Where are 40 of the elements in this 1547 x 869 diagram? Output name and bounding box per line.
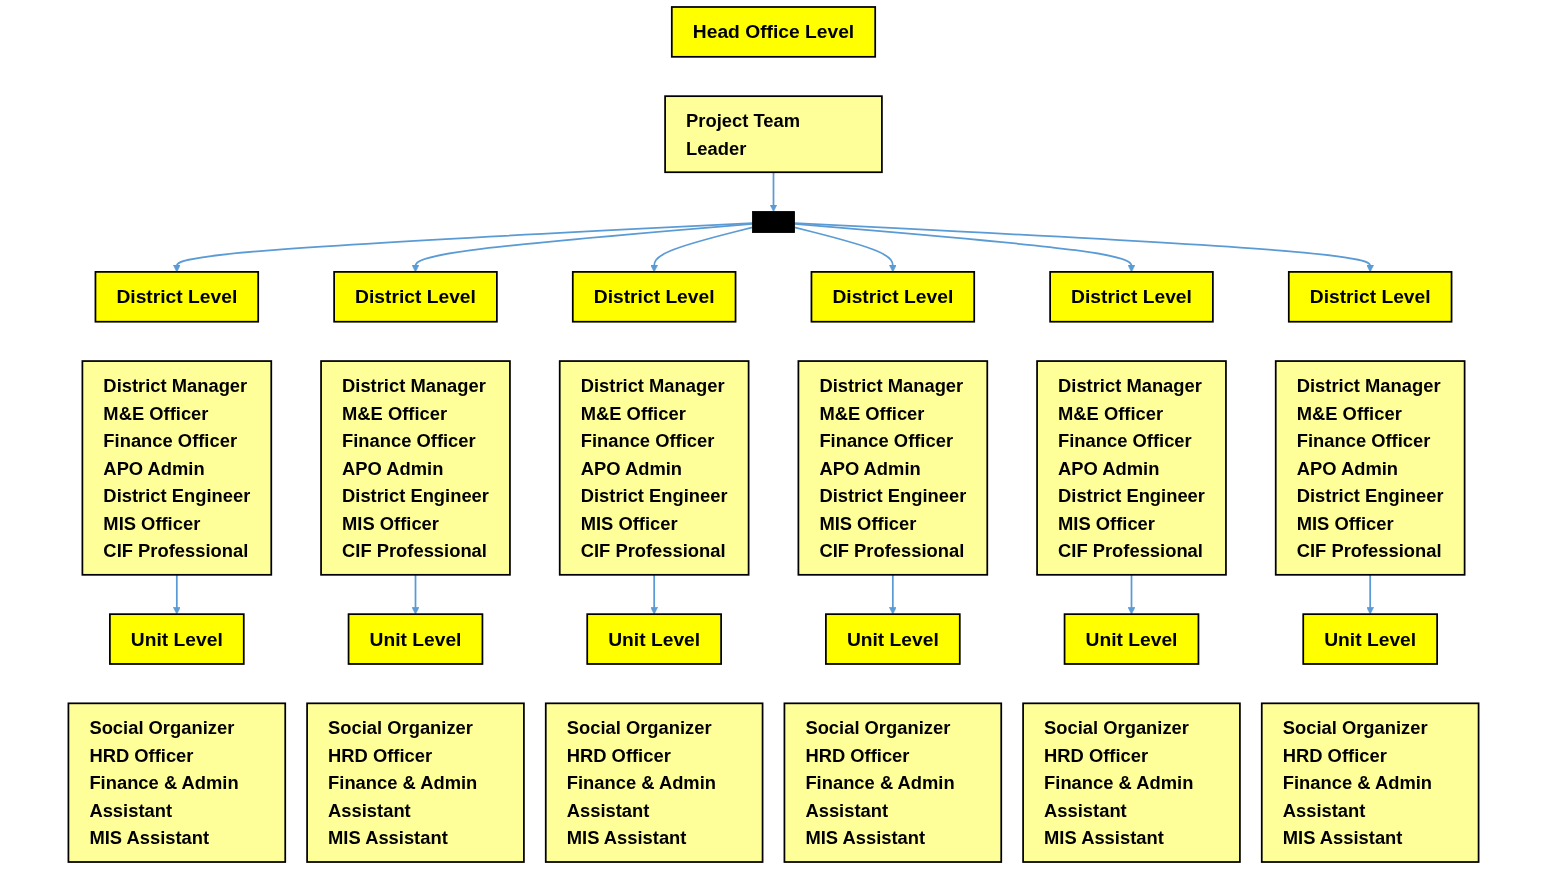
node-box: District Manager M&E Officer Finance Officer APO Admin District Engineer MIS Officer CIF Professional — [558, 360, 750, 576]
node-box: Social Organizer HRD Officer Finance & Admin Assistant MIS Assistant — [544, 702, 764, 863]
node-box: District Manager M&E Officer Finance Officer APO Admin District Engineer MIS Officer CIF Professional — [81, 360, 273, 576]
node-box: Unit Level — [586, 613, 722, 665]
node-box: District Level — [571, 271, 737, 323]
node-box: Unit Level — [347, 613, 484, 665]
node-box: Head Office Level — [670, 6, 877, 58]
node-box: Project Team Leader — [664, 95, 883, 174]
node-box: Social Organizer HRD Officer Finance & Admin Assistant MIS Assistant — [1260, 702, 1480, 863]
node-box: District Level — [333, 271, 498, 323]
arrow — [173, 573, 181, 615]
node-box: District Manager M&E Officer Finance Officer APO Admin District Engineer MIS Officer CIF Professional — [1274, 360, 1466, 576]
node-box: Social Organizer HRD Officer Finance & Admin Assistant MIS Assistant — [306, 702, 525, 863]
arrow — [173, 222, 754, 273]
arrow — [769, 171, 778, 212]
arrow — [1366, 573, 1374, 615]
arrow — [411, 222, 754, 273]
node-box: Social Organizer HRD Officer Finance & Admin Assistant MIS Assistant — [67, 702, 287, 863]
node-box: Social Organizer HRD Officer Finance & Admin Assistant MIS Assistant — [1022, 702, 1241, 863]
node-bar — [752, 211, 795, 233]
node-box: Unit Level — [109, 613, 245, 665]
arrow — [793, 222, 1136, 273]
arrow — [650, 226, 754, 273]
node-box: District Level — [94, 271, 260, 323]
arrow — [889, 573, 897, 615]
node-box: District Level — [1049, 271, 1214, 323]
node-box: Social Organizer HRD Officer Finance & Admin Assistant MIS Assistant — [783, 702, 1003, 863]
node-box: Unit Level — [825, 613, 961, 665]
node-box: District Level — [1287, 271, 1453, 323]
arrow — [1127, 573, 1136, 615]
node-box: Unit Level — [1063, 613, 1200, 665]
arrow — [650, 573, 658, 615]
arrow — [793, 222, 1374, 273]
arrow — [411, 573, 420, 615]
node-box: District Manager M&E Officer Finance Officer APO Admin District Engineer MIS Officer CIF Professional — [1036, 360, 1227, 576]
node-box: Unit Level — [1302, 613, 1438, 665]
arrow — [793, 226, 897, 273]
node-box: District Manager M&E Officer Finance Officer APO Admin District Engineer MIS Officer CIF Professional — [797, 360, 989, 576]
node-box: District Level — [810, 271, 976, 323]
node-box: District Manager M&E Officer Finance Officer APO Admin District Engineer MIS Officer CIF Professional — [320, 360, 511, 576]
